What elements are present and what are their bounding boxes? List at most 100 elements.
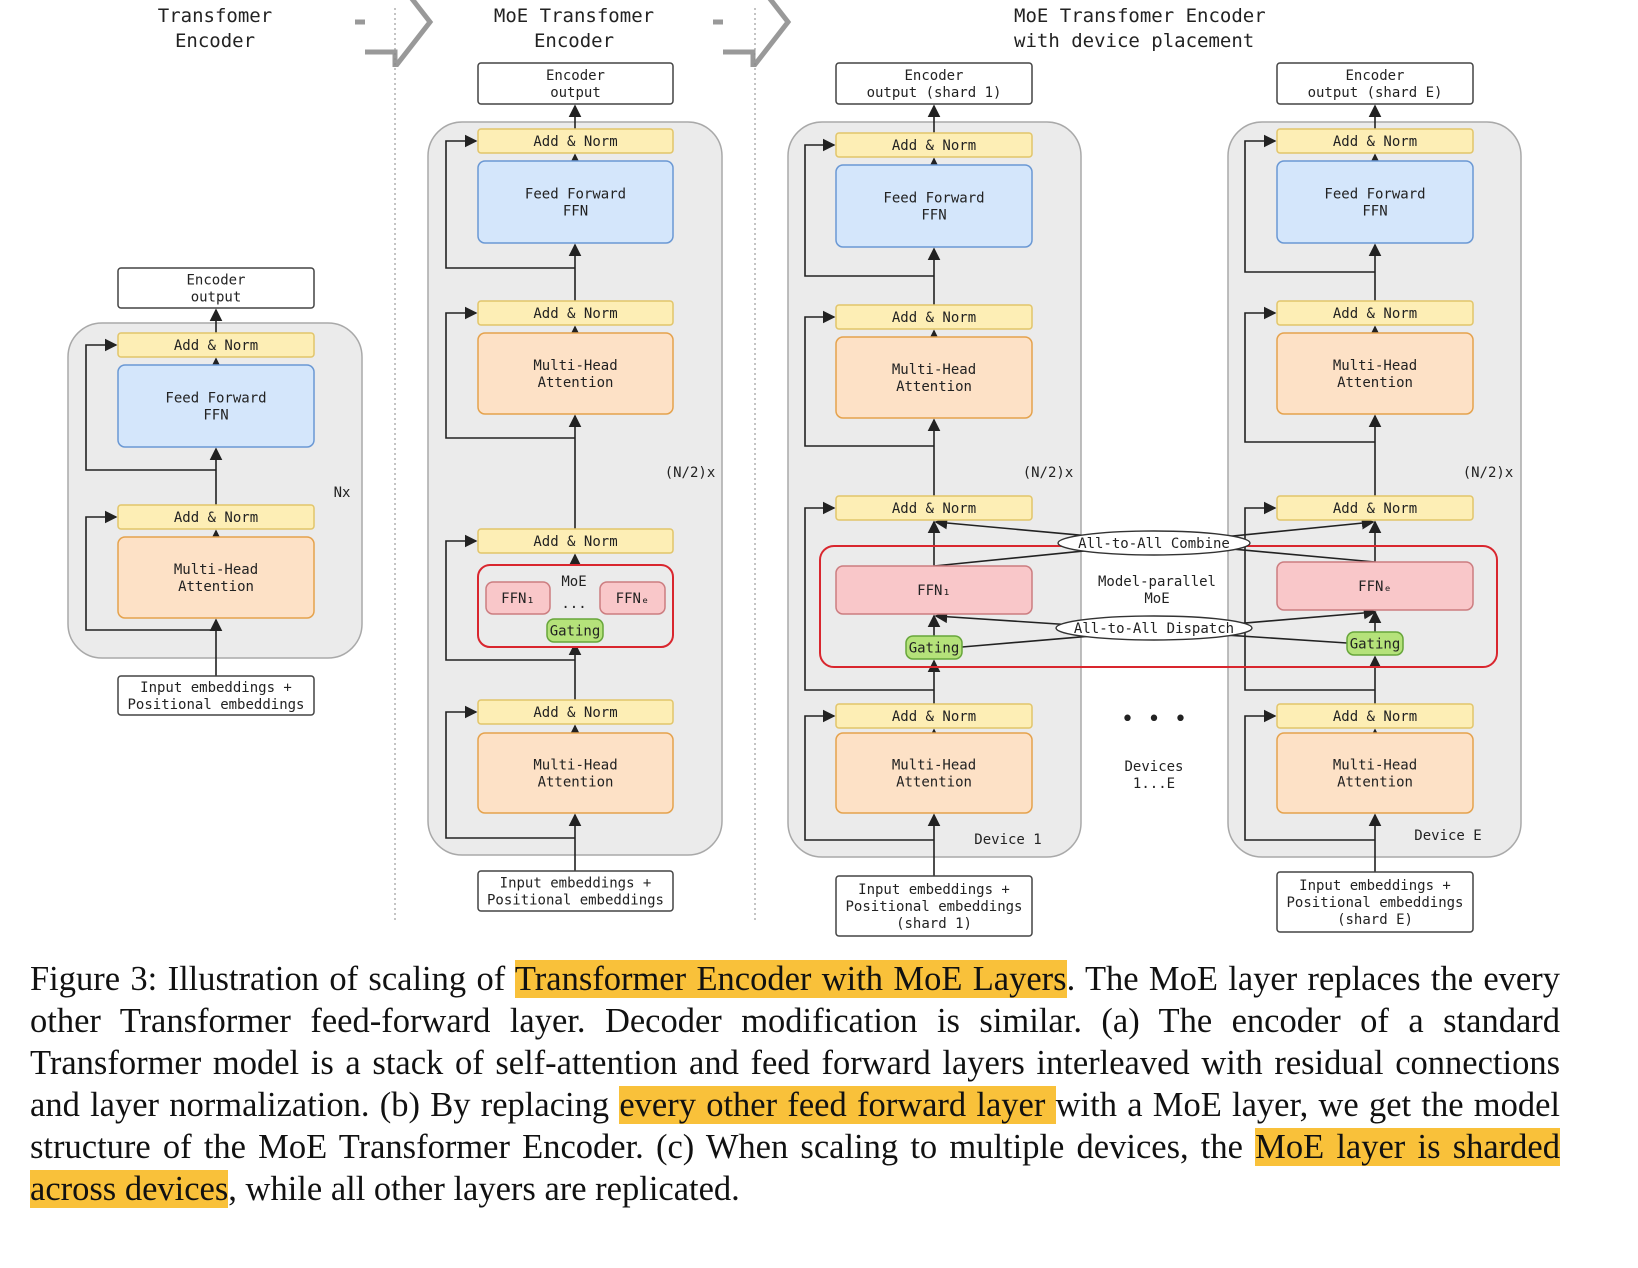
encoder-output-e-label: Encoder bbox=[1345, 68, 1404, 84]
highlighted-text: Transformer Encoder with MoE Layers bbox=[514, 960, 1067, 998]
add-norm-b2 bbox=[477, 300, 674, 326]
add-norm-1-3-label: Add & Norm bbox=[892, 501, 976, 517]
encoder-output-1 bbox=[835, 62, 1033, 105]
multi-head-attention-1-1-label: Attention bbox=[896, 379, 972, 395]
gating-b-label: Gating bbox=[550, 624, 601, 640]
feed-forward-1-label: Feed Forward bbox=[883, 191, 984, 207]
model-parallel-moe-label: Model-parallel bbox=[1098, 574, 1216, 590]
add-norm-1-2 bbox=[835, 304, 1033, 330]
input-embeddings-e-label: Positional embeddings bbox=[1286, 895, 1463, 911]
add-norm-1-1-label: Add & Norm bbox=[892, 138, 976, 154]
input-embeddings-1-label: Positional embeddings bbox=[845, 899, 1022, 915]
input-embeddings-a-label: Input embeddings + bbox=[140, 680, 292, 696]
title-moe-transformer-encoder-line2: Encoder bbox=[534, 30, 614, 52]
device-e-label: Device E bbox=[1414, 828, 1481, 844]
residual-arrow bbox=[1244, 134, 1375, 273]
residual-arrow bbox=[804, 138, 934, 277]
expert-ffn-e bbox=[1276, 561, 1474, 611]
more-devices-dots: • • • bbox=[1121, 707, 1187, 732]
add-norm-b3 bbox=[477, 528, 674, 554]
input-embeddings-1-label: (shard 1) bbox=[896, 916, 972, 932]
caption-text: . The MoE layer replaces the every other… bbox=[30, 960, 1560, 1124]
feed-forward-b bbox=[477, 160, 674, 244]
feed-forward-1 bbox=[835, 164, 1033, 248]
feed-forward-e-label: FFN bbox=[1362, 204, 1387, 220]
encoder-output-a-label: Encoder bbox=[186, 273, 245, 289]
encoder-output-1-label: output (shard 1) bbox=[867, 85, 1002, 101]
title-transformer-encoder: Transfomer bbox=[158, 5, 272, 27]
feed-forward-b-label: FFN bbox=[563, 204, 588, 220]
title-moe-device-placement-line2: with device placement bbox=[1014, 30, 1254, 52]
caption-text: with a MoE layer, we get the model struc… bbox=[30, 1086, 1560, 1166]
add-norm-e-3 bbox=[1276, 495, 1474, 521]
input-embeddings-a bbox=[117, 675, 315, 716]
multi-head-attention-b2 bbox=[477, 732, 674, 814]
add-norm-a1 bbox=[117, 332, 315, 358]
highlighted-text: every other feed forward layer bbox=[619, 1086, 1056, 1124]
multi-head-attention-b1 bbox=[477, 332, 674, 415]
multi-head-attention-a-label: Attention bbox=[178, 579, 254, 595]
add-norm-1-2-label: Add & Norm bbox=[892, 310, 976, 326]
add-norm-b2-label: Add & Norm bbox=[533, 306, 617, 322]
title-transformer-encoder-line2: Encoder bbox=[175, 30, 255, 52]
multi-head-attention-b1-label: Attention bbox=[538, 375, 614, 391]
feed-forward-a-label: FFN bbox=[203, 408, 228, 424]
residual-arrow bbox=[445, 534, 575, 661]
add-norm-e-2 bbox=[1276, 300, 1474, 326]
multi-head-attention-b2-label: Attention bbox=[538, 775, 614, 791]
residual-arrow bbox=[445, 705, 575, 839]
expert-ffn-1-label: FFN₁ bbox=[917, 583, 951, 599]
multi-head-attention-a bbox=[117, 536, 315, 619]
feed-forward-e-label: Feed Forward bbox=[1324, 187, 1425, 203]
multi-head-attention-1-1 bbox=[835, 336, 1033, 419]
residual-arrow bbox=[804, 709, 934, 841]
add-norm-e-4-label: Add & Norm bbox=[1333, 709, 1417, 725]
figure-caption: Figure 3: Illustration of scaling of Tra… bbox=[30, 958, 1560, 1210]
add-norm-e-3-label: Add & Norm bbox=[1333, 501, 1417, 517]
multi-head-attention-e-1 bbox=[1276, 332, 1474, 415]
encoder-output-b-label: Encoder bbox=[546, 68, 605, 84]
feed-forward-e bbox=[1276, 160, 1474, 244]
multi-head-attention-1-2-label: Attention bbox=[896, 775, 972, 791]
add-norm-b3-label: Add & Norm bbox=[533, 534, 617, 550]
caption-text: , while all other layers are replicated. bbox=[228, 1170, 740, 1208]
multi-head-attention-b2-label: Multi-Head bbox=[533, 758, 617, 774]
encoder-output-1-label: Encoder bbox=[904, 68, 963, 84]
caption-text: Figure 3: Illustration of scaling of bbox=[30, 960, 515, 998]
repeat-n2x-b: (N/2)x bbox=[665, 465, 716, 481]
expert-ffne-b bbox=[599, 581, 666, 615]
all-to-all-dispatch bbox=[1055, 615, 1253, 641]
residual-arrow bbox=[445, 134, 575, 269]
residual-arrow bbox=[1244, 306, 1375, 443]
add-norm-1-4-label: Add & Norm bbox=[892, 709, 976, 725]
input-embeddings-e-label: (shard E) bbox=[1337, 912, 1413, 928]
device-1-label: Device 1 bbox=[974, 832, 1041, 848]
multi-head-attention-e-1-label: Attention bbox=[1337, 375, 1413, 391]
feed-forward-a bbox=[117, 364, 315, 448]
add-norm-e-4 bbox=[1276, 703, 1474, 729]
input-embeddings-b-label: Input embeddings + bbox=[500, 876, 652, 892]
multi-head-attention-e-1-label: Multi-Head bbox=[1333, 358, 1417, 374]
devices-label: Devices bbox=[1124, 759, 1183, 775]
add-norm-b4 bbox=[477, 699, 674, 725]
title-moe-device-placement: MoE Transfomer Encoder bbox=[1014, 5, 1266, 27]
encoder-output-b-label: output bbox=[550, 85, 601, 101]
feed-forward-b-label: Feed Forward bbox=[525, 187, 626, 203]
input-embeddings-b-label: Positional embeddings bbox=[487, 893, 664, 909]
add-norm-b1-label: Add & Norm bbox=[533, 134, 617, 150]
residual-arrow bbox=[85, 510, 216, 631]
repeat-n2x-devicee: (N/2)x bbox=[1463, 465, 1514, 481]
residual-arrow bbox=[1244, 709, 1375, 841]
moe-label: MoE bbox=[561, 574, 586, 590]
gating-1 bbox=[905, 635, 963, 660]
multi-head-attention-1-1-label: Multi-Head bbox=[892, 362, 976, 378]
input-embeddings-e-label: Input embeddings + bbox=[1299, 878, 1451, 894]
residual-arrow bbox=[804, 310, 934, 447]
multi-head-attention-1-2-label: Multi-Head bbox=[892, 758, 976, 774]
expert-ffn1-b-label: FFN₁ bbox=[501, 591, 535, 607]
expert-ffn-e-label: FFNₑ bbox=[1358, 579, 1392, 595]
expert-ffn-1 bbox=[835, 565, 1033, 615]
add-norm-a1-label: Add & Norm bbox=[174, 338, 258, 354]
gating-1-label: Gating bbox=[909, 641, 960, 657]
